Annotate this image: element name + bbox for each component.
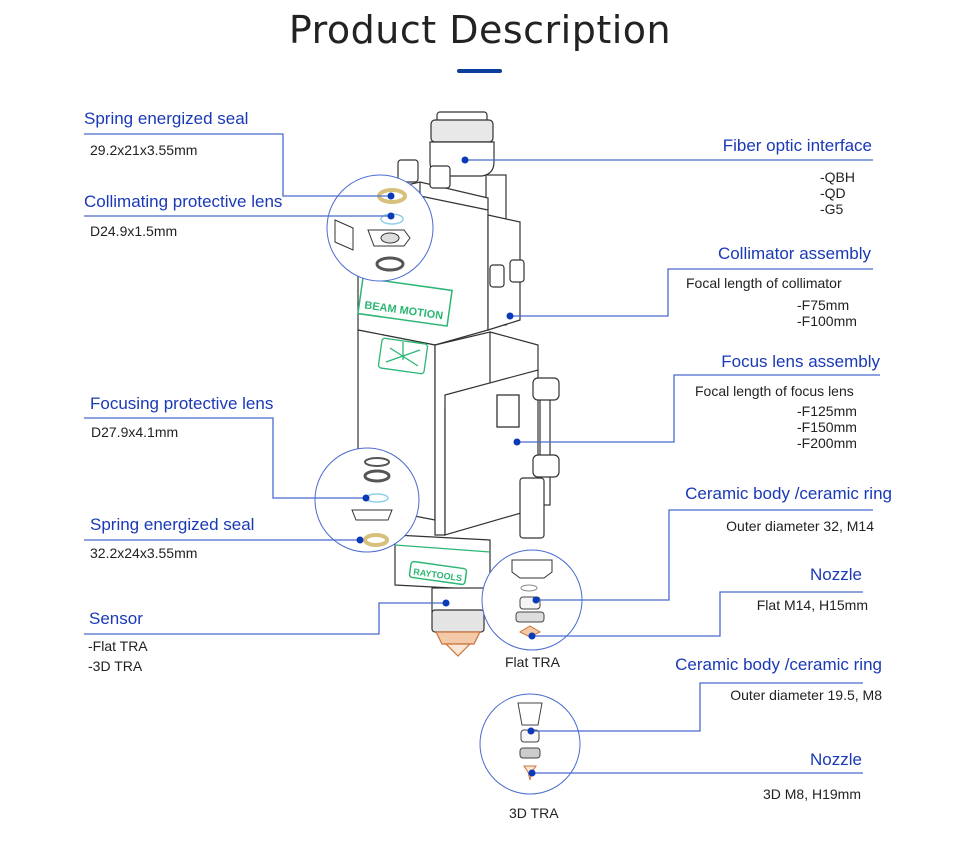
callout-heading-collimator-assembly: Collimator assembly [717, 244, 871, 263]
callout-heading-focusing-lens: Focusing protective lens [90, 394, 274, 413]
laser-cutting-head [357, 111, 560, 657]
callout-heading-collimating-lens: Collimating protective lens [84, 192, 283, 211]
page-title: Product Description [288, 8, 672, 52]
raytools-label: RAYTOOLS [408, 560, 468, 586]
callout-heading-ceramic-flat: Ceramic body /ceramic ring [685, 484, 892, 503]
callout-text-focus-f200: -F200mm [797, 435, 857, 451]
caption-3d-tra: 3D TRA [509, 805, 559, 821]
detail-circle-flat-tra [481, 549, 583, 651]
callout-heading-ceramic-3d: Ceramic body /ceramic ring [675, 655, 882, 674]
callout-heading-nozzle-flat: Nozzle [810, 565, 862, 584]
leader-dots [356, 156, 540, 777]
callout-text-nozzle-flat: Flat M14, H15mm [756, 597, 868, 613]
callout-text-collimator-f100: -F100mm [797, 313, 857, 329]
callout-heading-fiber-interface: Fiber optic interface [722, 136, 872, 155]
callout-heading-nozzle-3d: Nozzle [810, 750, 862, 769]
detail-circle-collimator-parts [326, 174, 434, 282]
caption-flat-tra: Flat TRA [505, 654, 560, 670]
callout-text-sensor-3d: -3D TRA [88, 658, 143, 674]
title-underline [457, 69, 502, 73]
callout-heading-spring-seal-top: Spring energized seal [84, 109, 249, 128]
callout-text-focus-f125: -F125mm [797, 403, 857, 419]
callout-text-fiber-g5: -G5 [820, 201, 844, 217]
callout-text-collimator-f75: -F75mm [797, 297, 850, 313]
callout-text-ceramic-3d: Outer diameter 19.5, M8 [730, 687, 882, 703]
callout-heading-spring-seal-bottom: Spring energized seal [90, 515, 255, 534]
leader-lines [84, 133, 880, 774]
callout-subtitle-focus-lens: Focal length of focus lens [695, 383, 854, 399]
callout-heading-sensor: Sensor [89, 609, 143, 628]
callout-text-spring-seal-bottom: 32.2x24x3.55mm [90, 545, 198, 561]
callout-text-fiber-qbh: -QBH [820, 169, 855, 185]
callout-heading-focus-lens-assembly: Focus lens assembly [721, 352, 880, 371]
callout-subtitle-collimator: Focal length of collimator [686, 275, 842, 291]
callout-text-ceramic-flat: Outer diameter 32, M14 [726, 518, 874, 534]
callout-text-focusing-lens: D27.9x4.1mm [91, 424, 179, 440]
detail-circle-3d-tra [479, 693, 581, 795]
callout-text-nozzle-3d: 3D M8, H19mm [762, 786, 861, 802]
callout-text-fiber-qd: -QD [820, 185, 846, 201]
callout-text-focus-f150: -F150mm [797, 419, 857, 435]
beam-direction-icon [377, 337, 429, 375]
callout-text-collimating-lens: D24.9x1.5mm [90, 223, 178, 239]
callout-text-spring-seal-top: 29.2x21x3.55mm [90, 142, 198, 158]
callout-text-sensor-flat: -Flat TRA [88, 638, 148, 654]
